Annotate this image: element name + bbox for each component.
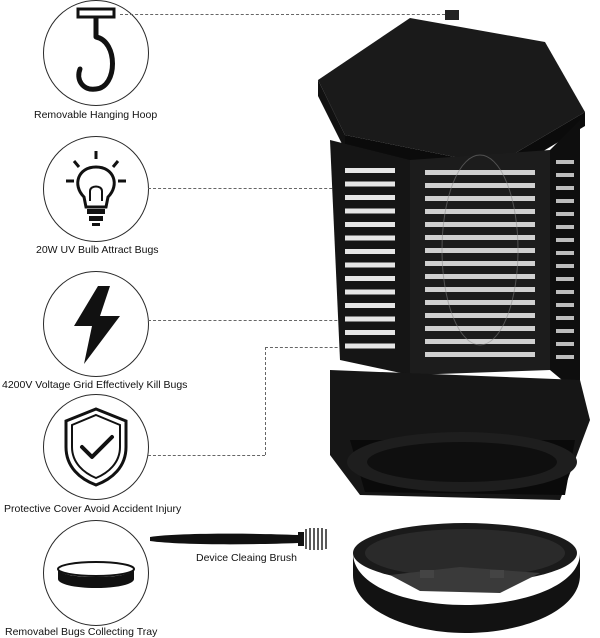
leader-line-bulb [148, 188, 453, 189]
hook-icon [76, 7, 116, 92]
leader-line-grid [148, 320, 438, 321]
feature-circle-collecting-tray [43, 520, 149, 626]
feature-circle-uv-bulb [43, 136, 149, 242]
feature-circle-protective-cover [43, 394, 149, 500]
shield-check-icon [64, 407, 128, 487]
leader-line-cover-vertical [265, 347, 266, 455]
leader-line-cover [148, 455, 265, 456]
feature-label-voltage-grid: 4200V Voltage Grid Effectively Kill Bugs [2, 379, 188, 391]
feature-label-collecting-tray: Removabel Bugs Collecting Tray [5, 626, 158, 638]
brush-label: Device Cleaing Brush [196, 552, 297, 564]
feature-label-hanging-hoop: Removable Hanging Hoop [34, 109, 158, 121]
bug-zapper-image [318, 10, 590, 500]
light-bulb-icon [66, 151, 126, 226]
feature-circle-hanging-hoop [43, 0, 149, 106]
feature-label-uv-bulb: 20W UV Bulb Attract Bugs [36, 244, 159, 256]
collecting-tray-image [353, 523, 580, 633]
feature-circle-voltage-grid [43, 271, 149, 377]
cleaning-brush-image [150, 528, 327, 550]
leader-line-hoop [120, 14, 450, 15]
lightning-bolt-icon [74, 286, 120, 364]
feature-label-protective-cover: Protective Cover Avoid Accident Injury [4, 503, 182, 515]
tray-icon [57, 561, 135, 588]
